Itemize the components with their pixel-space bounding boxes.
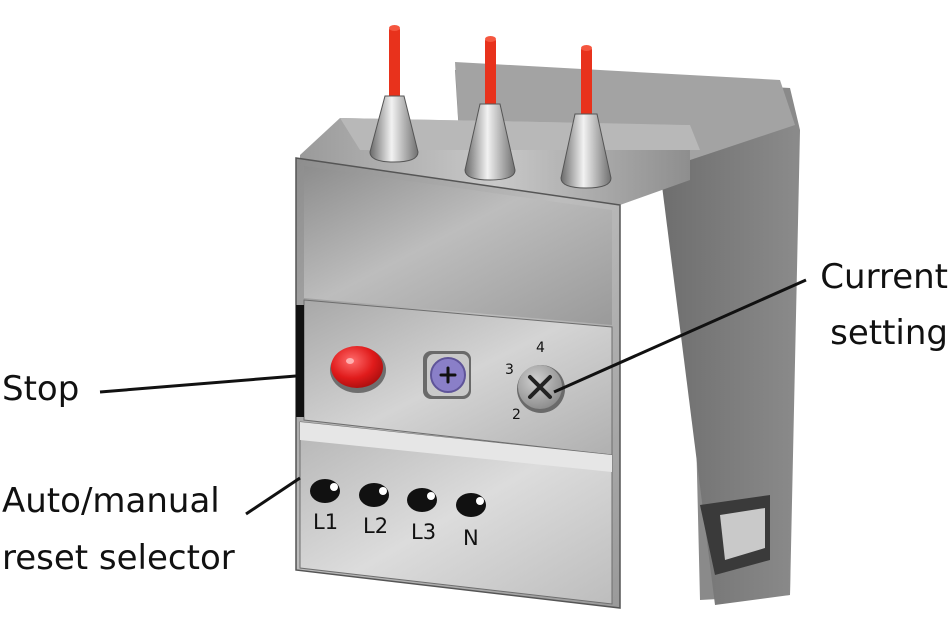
wire-2 bbox=[464, 36, 516, 181]
dial-mark-high: 4 bbox=[536, 340, 545, 356]
callout-auto-manual-line2: reset selector bbox=[2, 538, 235, 578]
terminal-wires bbox=[369, 25, 612, 189]
callout-current-line1: Current bbox=[820, 257, 948, 297]
dial-mark-mid: 3 bbox=[505, 362, 514, 378]
current-setting-dial[interactable] bbox=[517, 365, 565, 413]
plus-icon bbox=[439, 366, 457, 384]
wire-1 bbox=[369, 25, 419, 163]
terminal-l1 bbox=[310, 479, 340, 503]
terminal-l3 bbox=[407, 488, 437, 512]
dial-mark-low: 2 bbox=[512, 407, 521, 423]
stop-button[interactable] bbox=[330, 346, 386, 393]
terminal-n bbox=[456, 493, 486, 517]
current-setting-leader-line bbox=[553, 278, 807, 394]
wire-3 bbox=[560, 45, 612, 189]
terminal-label-n: N bbox=[463, 526, 479, 550]
callout-current-line2: setting bbox=[830, 313, 948, 353]
terminal-indicators bbox=[310, 479, 486, 517]
cross-slot-icon bbox=[528, 375, 552, 399]
terminal-l2 bbox=[359, 483, 389, 507]
callout-auto-manual-line1: Auto/manual bbox=[2, 481, 220, 521]
reset-button[interactable] bbox=[423, 351, 471, 399]
auto-manual-leader-line bbox=[245, 476, 301, 516]
terminal-label-l1: L1 bbox=[313, 510, 338, 534]
terminal-label-l2: L2 bbox=[363, 514, 388, 538]
callout-stop: Stop bbox=[2, 369, 79, 409]
stop-leader-line bbox=[99, 374, 297, 394]
terminal-label-l3: L3 bbox=[411, 520, 436, 544]
